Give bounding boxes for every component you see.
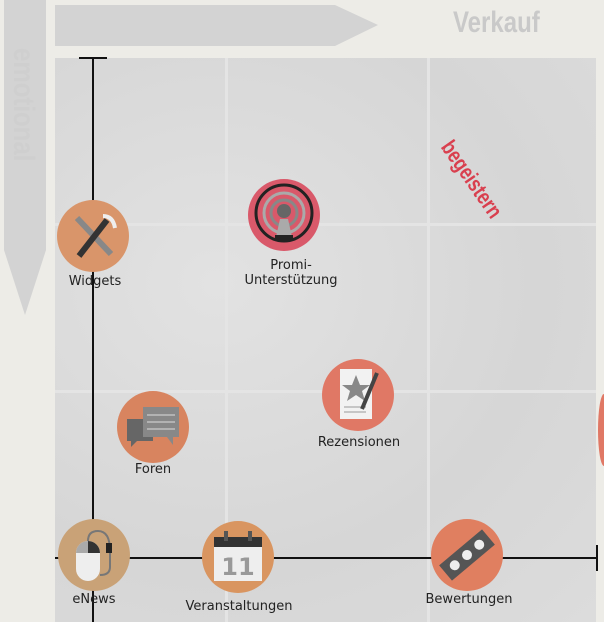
broadcast-person-icon[interactable]: [248, 179, 320, 251]
grid-line: [55, 223, 596, 226]
x-axis-end-tick: [596, 545, 598, 571]
item-label: Foren: [134, 462, 172, 477]
star-rating-icon[interactable]: [431, 519, 503, 591]
item-label: Bewertungen: [425, 592, 513, 607]
label-line-1: Promi-: [270, 258, 312, 273]
mouse-icon[interactable]: [58, 519, 130, 591]
item-label: Rezensionen: [317, 435, 401, 450]
grid-line: [427, 58, 430, 622]
item-label: eNews: [72, 592, 116, 607]
grid-line: [225, 58, 228, 622]
review-document-icon[interactable]: [322, 359, 394, 431]
vertical-arrow-banner: [4, 0, 46, 315]
calendar-day: 11: [221, 553, 254, 581]
y-axis-line: [92, 58, 94, 622]
calendar-icon[interactable]: 11: [202, 521, 274, 593]
y-axis-label: emotional: [7, 48, 40, 162]
item-label: Promi-Unterstützung: [245, 258, 338, 288]
chat-bubbles-icon[interactable]: [117, 391, 189, 463]
tools-icon[interactable]: [57, 200, 129, 272]
x-axis-label: Verkauf: [453, 6, 540, 39]
horizontal-arrow-banner: [55, 5, 378, 46]
y-axis-top-tick: [79, 57, 107, 59]
partial-item-icon: [598, 394, 604, 466]
item-label: Veranstaltungen: [185, 599, 293, 614]
label-line-2: Unterstützung: [244, 273, 338, 288]
plot-area: [55, 58, 596, 622]
x-axis-line: [55, 557, 597, 559]
item-label: Widgets: [68, 274, 122, 289]
